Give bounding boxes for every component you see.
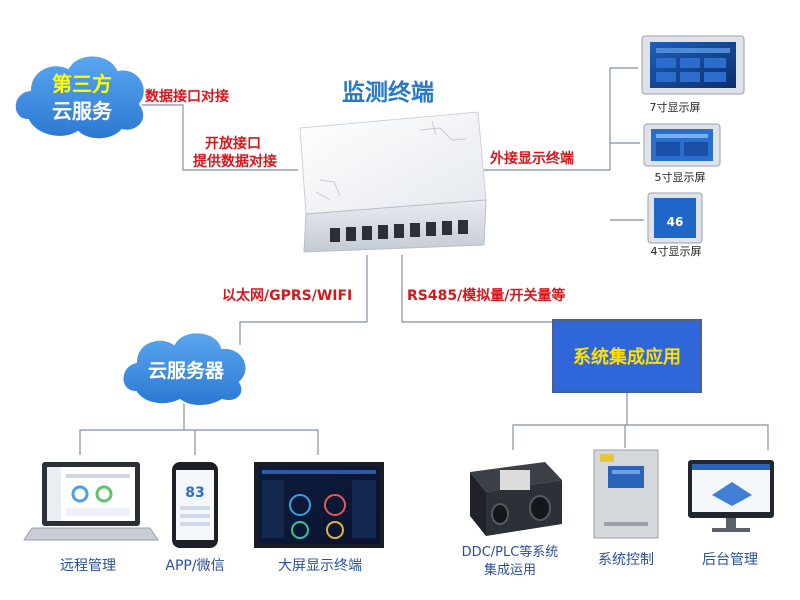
line-network xyxy=(239,255,368,345)
line-third-party xyxy=(141,104,298,171)
control-cabinet xyxy=(593,449,659,539)
display-7inch-label: 7寸显示屏 xyxy=(650,100,701,114)
display-4inch-label: 4寸显示屏 xyxy=(651,244,702,258)
system-integration-label: 系统集成应用 xyxy=(573,346,681,368)
phone-app-value: 83 xyxy=(185,485,204,501)
monitoring-terminal-device xyxy=(299,111,487,253)
ddc-plc-label-line1: DDC/PLC等系统 xyxy=(462,544,559,560)
line-system-branch xyxy=(512,424,769,450)
system-integration-box: 系统集成应用 xyxy=(552,319,702,393)
display-4inch-value: 46 xyxy=(667,215,684,229)
ddc-plc-label-line2: 集成运用 xyxy=(484,562,536,578)
laptop-remote-management xyxy=(23,462,159,541)
connector-lines xyxy=(79,67,769,455)
label-provide-data: 提供数据对接 xyxy=(193,153,277,170)
line-protocols xyxy=(401,255,552,323)
ddc-plc-unit xyxy=(470,462,562,536)
label-data-interface: 数据接口对接 xyxy=(145,88,229,105)
remote-management-label: 远程管理 xyxy=(60,558,116,574)
display-7inch xyxy=(641,35,745,95)
cloud-server: 云服务器 xyxy=(121,331,248,407)
backend-monitor xyxy=(688,460,774,532)
display-4inch: 46 xyxy=(647,192,703,244)
big-screen-terminal xyxy=(254,462,384,548)
label-open-interface: 开放接口 xyxy=(205,135,261,152)
backend-management-label: 后台管理 xyxy=(702,552,758,568)
cloud-server-label: 云服务器 xyxy=(148,359,225,382)
third-party-cloud: 第三方 云服务 xyxy=(13,54,146,141)
line-displays xyxy=(480,67,638,171)
page-title: 监测终端 xyxy=(342,79,434,106)
display-5inch xyxy=(643,123,721,167)
third-party-cloud-line2: 云服务 xyxy=(52,99,113,123)
big-screen-label: 大屏显示终端 xyxy=(278,558,362,574)
line-cloud-branch xyxy=(79,429,319,455)
label-external-display: 外接显示终端 xyxy=(490,150,574,167)
system-control-label: 系统控制 xyxy=(598,552,654,568)
phone-app: 83 xyxy=(172,462,218,548)
display-5inch-label: 5寸显示屏 xyxy=(655,170,706,184)
label-protocols: RS485/模拟量/开关量等 xyxy=(407,287,565,304)
label-network: 以太网/GPRS/WIFI xyxy=(222,287,352,304)
third-party-cloud-line1: 第三方 xyxy=(52,72,112,96)
app-wechat-label: APP/微信 xyxy=(165,558,224,574)
